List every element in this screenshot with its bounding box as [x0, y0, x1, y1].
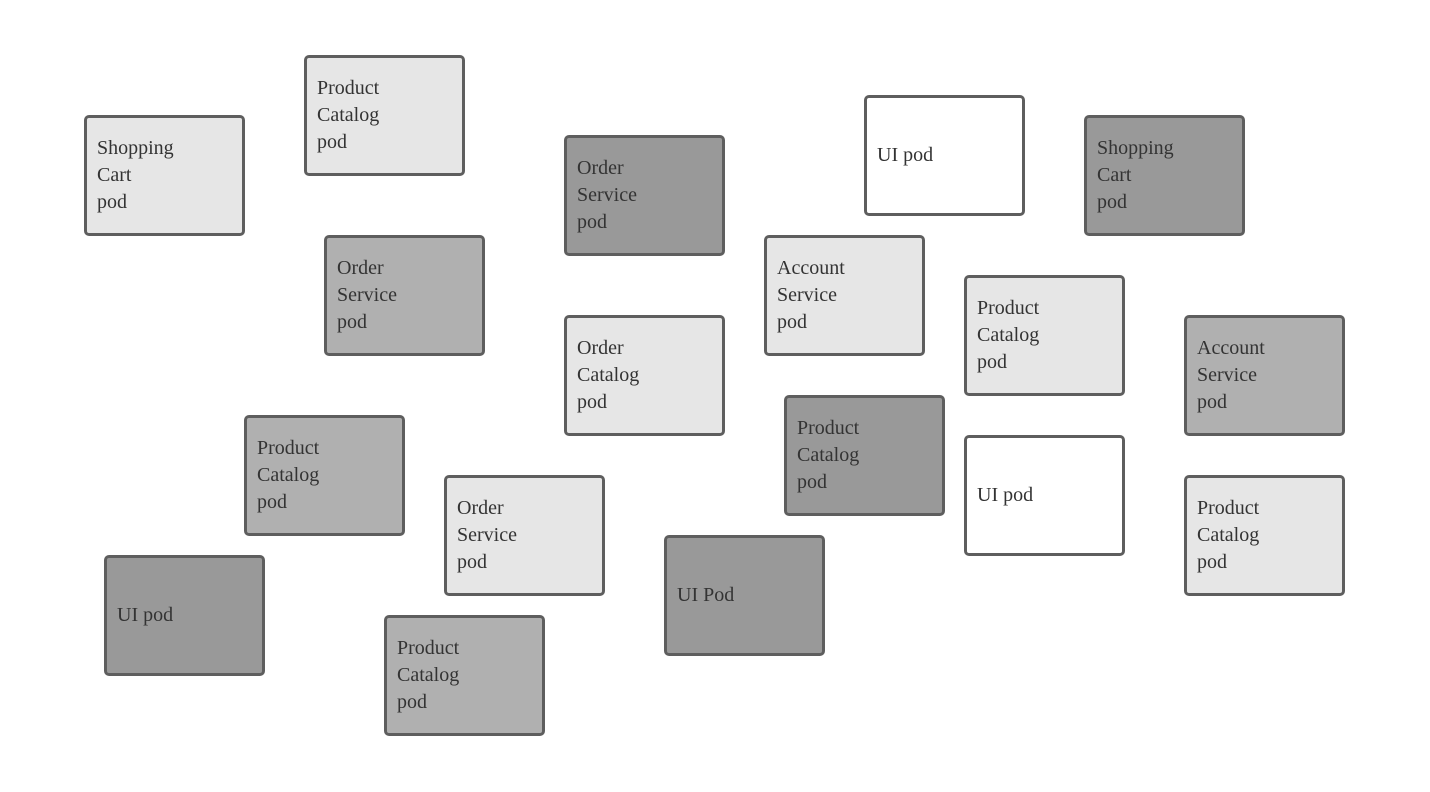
pod-label: Product Catalog pod [1197, 497, 1260, 573]
pod-shopping-cart[interactable]: Shopping Cart pod [1084, 115, 1245, 236]
pod-label: UI pod [977, 484, 1034, 506]
pod-product-catalog[interactable]: Product Catalog pod [384, 615, 545, 736]
pod-order-service[interactable]: Order Service pod [564, 135, 725, 256]
pod-ui[interactable]: UI Pod [664, 535, 825, 656]
pod-label: Account Service pod [1197, 337, 1265, 413]
pod-order-service[interactable]: Order Service pod [444, 475, 605, 596]
pod-account-service[interactable]: Account Service pod [1184, 315, 1345, 436]
pod-label: Shopping Cart pod [97, 137, 174, 213]
pod-label: Product Catalog pod [797, 417, 860, 493]
pod-label: Product Catalog pod [977, 297, 1040, 373]
pod-order-catalog[interactable]: Order Catalog pod [564, 315, 725, 436]
pod-label: Product Catalog pod [257, 437, 320, 513]
pod-label: Order Service pod [337, 257, 397, 333]
pod-product-catalog[interactable]: Product Catalog pod [304, 55, 465, 176]
pod-ui[interactable]: UI pod [864, 95, 1025, 216]
pod-ui[interactable]: UI pod [104, 555, 265, 676]
pod-label: Account Service pod [777, 257, 845, 333]
pod-label: Order Service pod [577, 157, 637, 233]
pod-product-catalog[interactable]: Product Catalog pod [1184, 475, 1345, 596]
pod-label: Shopping Cart pod [1097, 137, 1174, 213]
pod-label: Order Catalog pod [577, 337, 640, 413]
pod-label: UI pod [117, 604, 174, 626]
pod-account-service[interactable]: Account Service pod [764, 235, 925, 356]
pod-product-catalog[interactable]: Product Catalog pod [964, 275, 1125, 396]
pod-ui[interactable]: UI pod [964, 435, 1125, 556]
pod-label: Product Catalog pod [397, 637, 460, 713]
pod-product-catalog[interactable]: Product Catalog pod [244, 415, 405, 536]
pod-product-catalog[interactable]: Product Catalog pod [784, 395, 945, 516]
pod-label: Order Service pod [457, 497, 517, 573]
pod-label: UI Pod [677, 584, 735, 606]
pod-label: Product Catalog pod [317, 77, 380, 153]
pod-shopping-cart[interactable]: Shopping Cart pod [84, 115, 245, 236]
pod-label: UI pod [877, 144, 934, 166]
pod-order-service[interactable]: Order Service pod [324, 235, 485, 356]
